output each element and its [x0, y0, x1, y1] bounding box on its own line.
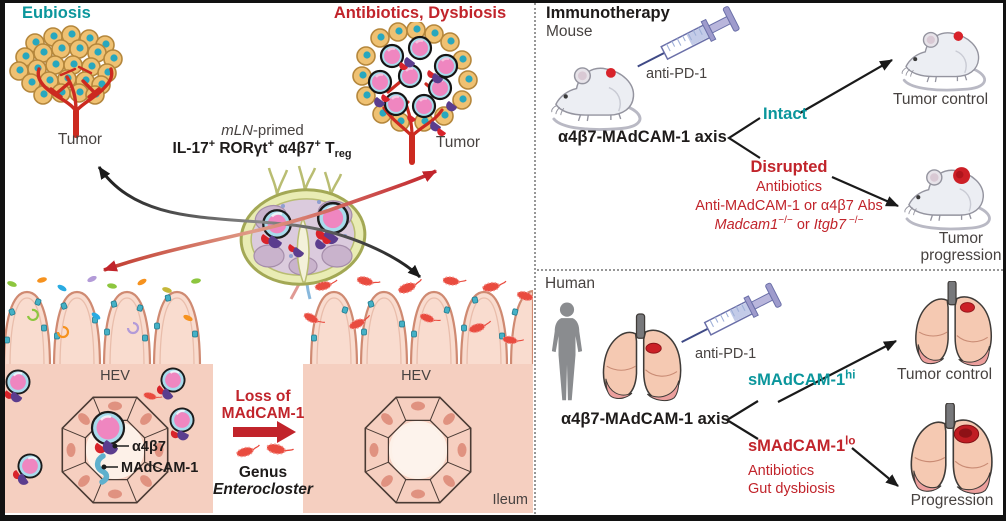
hev-right-label: HEV — [401, 368, 431, 384]
panel-divider-horizontal — [537, 269, 1003, 271]
human-section-label: Human — [545, 275, 595, 292]
immunotherapy-title: Immunotherapy — [546, 4, 670, 22]
arrow-smadcam-lo — [851, 447, 899, 487]
human-silhouette-icon — [551, 302, 583, 401]
disrupted-knockout-label: Madcam1−/− or Itgb7 −/− — [714, 215, 864, 233]
madcam1-label: MAdCAM-1 — [121, 460, 199, 476]
smadcam-hi-label: sMAdCAM-1hi — [748, 369, 856, 389]
lungs-progression-icon — [910, 403, 993, 495]
genus-label: Genus — [238, 464, 288, 481]
smadcam-lo-label: sMAdCAM-1lo — [748, 435, 856, 455]
anti-pd1-mouse-label: anti-PD-1 — [646, 66, 708, 82]
enterocloster-label: Enterocloster — [213, 481, 313, 498]
a4b7-label: α4β7 — [132, 439, 166, 455]
fork-human — [724, 400, 759, 440]
disrupted-label: Disrupted — [750, 158, 828, 176]
loss-madcam-label: MAdCAM-1 — [221, 405, 305, 422]
hev-left-label: HEV — [100, 368, 130, 384]
intact-label: Intact — [763, 105, 808, 123]
arrow-intact — [799, 59, 893, 114]
axis-mouse-label: α4β7-MAdCAM-1 axis — [558, 128, 727, 146]
eubiosis-title: Eubiosis — [22, 4, 91, 22]
tumor-eubiosis-illustration — [9, 25, 123, 138]
tumor-dysbiosis-illustration — [352, 22, 478, 165]
tumor-control-mouse-label: Tumor control — [893, 91, 989, 108]
mouse-tumor-progression-icon — [903, 167, 991, 231]
fork-mouse — [726, 117, 761, 159]
dysbiosis-title: Antibiotics, Dysbiosis — [333, 4, 507, 22]
anti-pd1-human-label: anti-PD-1 — [695, 346, 757, 362]
axis-human-label: α4β7-MAdCAM-1 axis — [561, 410, 730, 428]
mouse-section-label: Mouse — [546, 23, 593, 40]
treg-phenotype-label: IL-17+ RORγt+ α4β7+ Treg — [172, 137, 352, 161]
gut-dysbiosis-label: Gut dysbiosis — [748, 481, 836, 497]
tumor-progression-label-2: progression — [920, 247, 1002, 264]
mln-primed-label: mLN-primed — [221, 122, 304, 139]
gut-dysbiosis-illustration — [303, 276, 533, 513]
disrupted-antibiotics-label: Antibiotics — [755, 179, 823, 195]
tumor-dysbiosis-label: Tumor — [435, 134, 481, 151]
progression-label: Progression — [910, 492, 994, 509]
lungs-tumor-control-icon — [915, 281, 992, 367]
lungs-treated-icon — [602, 313, 682, 402]
panel-divider-vertical — [534, 3, 536, 514]
loss-of-label: Loss of — [235, 388, 291, 405]
tumor-progression-label-1: Tumor — [938, 230, 984, 247]
disrupted-abs-label: Anti-MAdCAM-1 or α4β7 Abs — [695, 198, 883, 214]
mouse-treated-icon — [550, 66, 642, 131]
gut-eubiosis-illustration — [0, 276, 213, 513]
ileum-label: Ileum — [492, 492, 528, 508]
tumor-control-human-label: Tumor control — [897, 366, 993, 383]
tumor-eubiosis-label: Tumor — [57, 131, 103, 148]
loss-block-arrow — [233, 421, 296, 443]
mouse-tumor-control-icon — [900, 31, 987, 92]
lo-antibiotics-label: Antibiotics — [748, 463, 815, 479]
